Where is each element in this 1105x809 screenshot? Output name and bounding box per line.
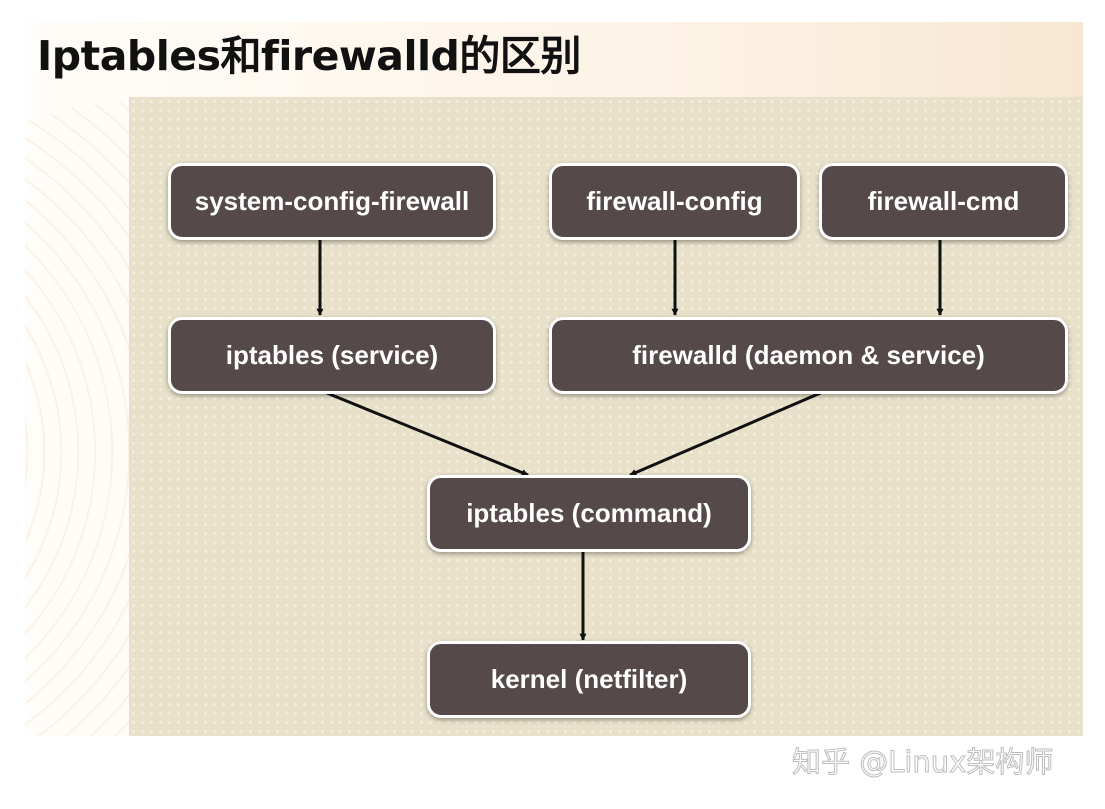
watermark: 知乎 @Linux架构师 xyxy=(791,745,1054,780)
node-firewall-config: firewall-config xyxy=(549,163,800,240)
node-iptables-command: iptables (command) xyxy=(427,475,751,552)
node-iptables-service: iptables (service) xyxy=(168,317,496,394)
node-firewalld-daemon: firewalld (daemon & service) xyxy=(549,317,1068,394)
node-kernel-netfilter: kernel (netfilter) xyxy=(427,641,751,718)
slide-title: Iptables和firewalld的区别 xyxy=(37,32,581,80)
node-firewall-cmd: firewall-cmd xyxy=(819,163,1068,240)
node-system-config-firewall: system-config-firewall xyxy=(168,163,496,240)
